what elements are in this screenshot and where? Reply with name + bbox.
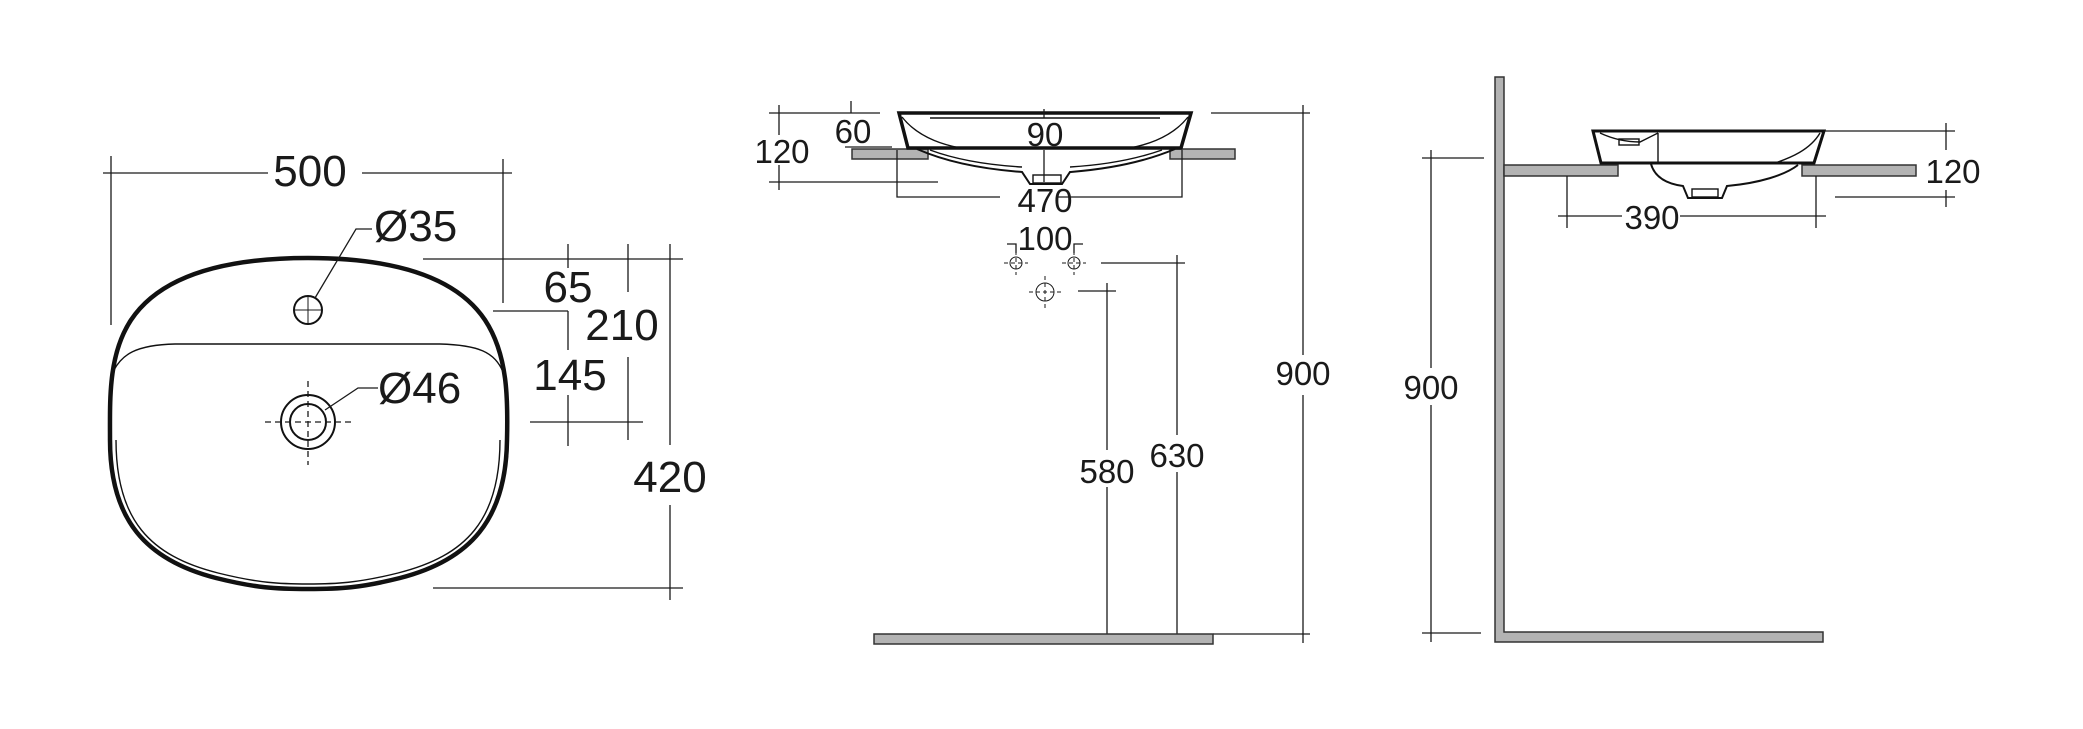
countertop-back (1503, 164, 1619, 177)
waste-from-back-label: 210 (585, 301, 658, 350)
width-dimension: 500 (103, 147, 512, 325)
plan-view: 500 Ø35 Ø46 (103, 147, 707, 600)
overflow-slot (1618, 138, 1640, 146)
tap-offset-label: 65 (544, 263, 593, 312)
supply-point-left-icon (1004, 251, 1028, 275)
side-view: 390 120 900 (1403, 76, 1981, 643)
waste-point-icon (1029, 276, 1061, 308)
supply-height-label: 630 (1149, 437, 1204, 474)
side-waste-fitting (1691, 188, 1719, 198)
wall-and-floor (1494, 76, 1824, 643)
tap-spacing-label: 100 (1017, 220, 1072, 257)
basin-outline (107, 255, 510, 592)
waste-height-label: 580 (1079, 453, 1134, 490)
countertop-right (1169, 148, 1236, 160)
basin-side-bowl (1650, 163, 1799, 199)
waste-label: Ø46 (378, 364, 461, 413)
floor (873, 633, 1214, 645)
cutout-width-label: 470 (1017, 182, 1072, 219)
waste-leader (324, 387, 378, 411)
basin-side-rim (1591, 129, 1827, 165)
waste-fitting (1032, 174, 1062, 184)
waste-outlet-icon (265, 381, 351, 465)
cutout-depth-label: 390 (1624, 199, 1679, 236)
rim-to-counter-label: 60 (835, 113, 872, 150)
front-overall-height-label: 120 (754, 133, 809, 170)
width-label: 500 (273, 147, 346, 196)
countertop-left (851, 148, 929, 160)
basin-side-inner (1599, 132, 1821, 164)
tap-hole-label: Ø35 (374, 202, 457, 251)
waste-depth-label: 90 (1027, 116, 1064, 153)
basin-front-bowl-inner (929, 149, 1163, 168)
side-overall-height-label: 120 (1925, 153, 1980, 190)
basin-front-bowl (916, 148, 1176, 185)
countertop-front (1801, 164, 1917, 177)
basin-inner-rim (113, 343, 504, 373)
basin-front-inner (901, 116, 1189, 149)
basin-inner-edge (115, 439, 501, 585)
waste-from-tap-label: 145 (533, 351, 606, 400)
side-counter-height-label: 900 (1403, 369, 1458, 406)
front-view: 120 60 90 470 100 (754, 101, 1331, 645)
depth-label: 420 (633, 453, 706, 502)
tap-hole-icon (293, 295, 323, 325)
supply-point-right-icon (1062, 251, 1086, 275)
tap-hole-leader (314, 228, 372, 299)
front-counter-height-label: 900 (1275, 355, 1330, 392)
basin-front-rim (896, 111, 1194, 150)
